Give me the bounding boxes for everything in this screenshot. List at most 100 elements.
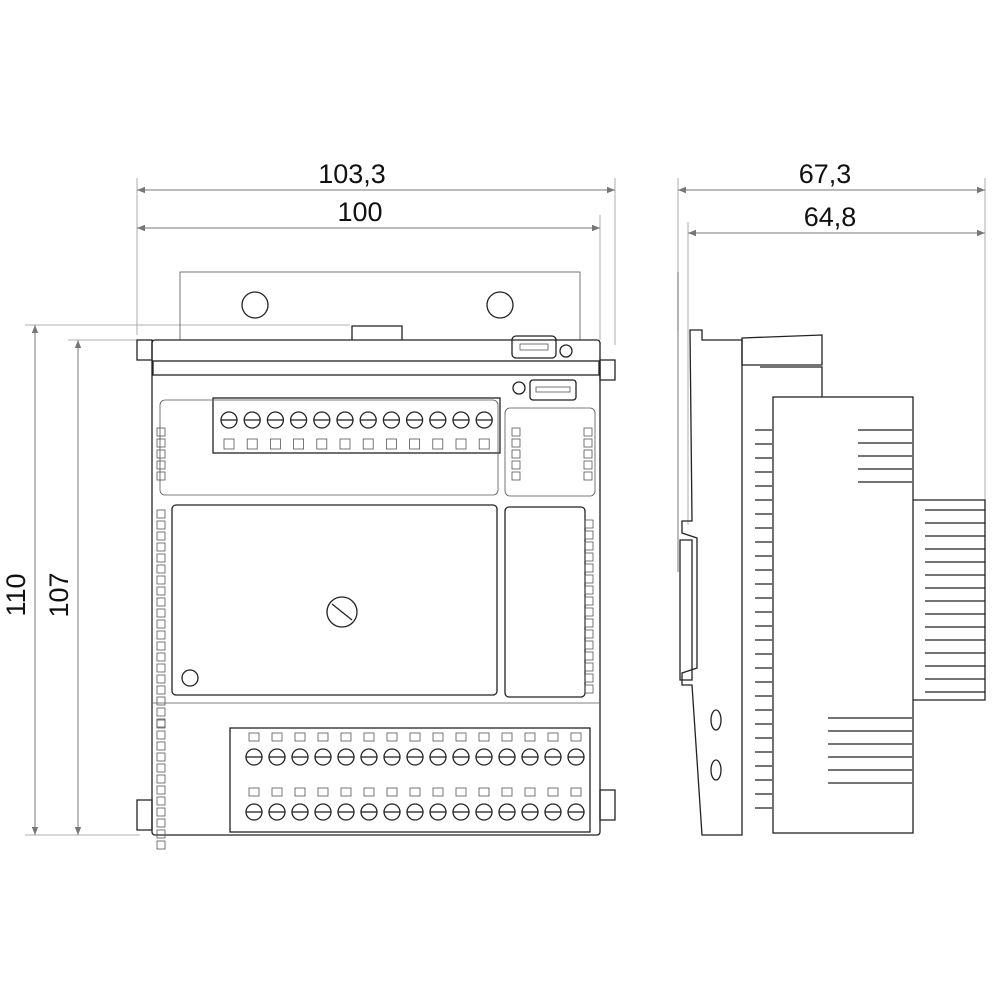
vent-slot [584,563,594,573]
vent-slot [511,438,521,448]
mounting-hole [241,291,269,319]
terminal-opening [294,732,306,742]
vent-slot [156,520,166,530]
vent-slot [584,519,594,529]
vent-slot [156,696,166,706]
terminal-opening [524,732,536,742]
vent-slot [584,607,594,617]
connector-port [511,335,557,359]
vent-slot [584,640,594,650]
vent-slot [511,449,521,459]
vent-slot [584,651,594,661]
terminal-opening [271,732,283,742]
vent-slot [156,619,166,629]
vent-slot [156,449,166,459]
vent-slot [156,641,166,651]
terminal-opening [570,787,582,797]
terminal-opening [339,438,351,450]
vent-slot [156,575,166,585]
side-view [677,272,986,836]
dimension-label: 100 [337,197,382,227]
dimension-height-body: 107 [44,339,150,835]
vent-slot [156,685,166,695]
vent-slot [156,807,166,817]
terminal-opening [269,438,281,450]
terminal-opening [362,438,374,450]
dimension-label: 103,3 [318,159,386,189]
terminal-opening [432,732,444,742]
vent-slot [156,438,166,448]
dimension-label: 64,8 [804,202,857,232]
terminal-opening [455,438,467,450]
vent-slot [156,553,166,563]
top-strip [152,360,600,376]
top-latch [351,325,403,340]
vent-slot [584,684,594,694]
vent-slot [156,542,166,552]
terminal-opening [317,787,329,797]
cover-screw-icon [326,596,358,628]
vent-slot [156,818,166,828]
vent-slot [156,829,166,839]
screw-icon [512,381,526,395]
mounting-hole [486,291,514,319]
vent-slot [583,449,593,459]
vent-slot [156,785,166,795]
vent-slot [584,585,594,595]
vent-slot [156,630,166,640]
vent-slot [584,662,594,672]
dimension-depth-body: 64,8 [687,202,985,525]
terminal-opening [455,732,467,742]
terminal-opening [547,732,559,742]
vent-slot [156,586,166,596]
terminal-opening [409,787,421,797]
terminal-opening [340,787,352,797]
dimension-label: 67,3 [799,159,852,189]
display-window [504,506,586,698]
terminal-opening [246,438,258,450]
vent-slot [584,541,594,551]
dimension-width-overall: 103,3 [136,159,616,345]
terminal-opening [248,732,260,742]
terminal-opening [386,787,398,797]
vent-slot [156,663,166,673]
dimension-width-body: 100 [137,197,601,340]
vent-slot [584,629,594,639]
vent-slot [511,427,521,437]
terminal-opening [409,438,421,450]
vent-slot [584,673,594,683]
terminal-opening [432,438,444,450]
top-hook [741,334,823,366]
terminal-opening [478,787,490,797]
din-rail-mount [681,329,743,836]
vent-slot [584,618,594,628]
din-rail [679,539,693,681]
front-view [136,271,616,850]
terminal-opening [478,732,490,742]
terminal-opening [248,787,260,797]
vent-slot [156,608,166,618]
terminal-opening [409,732,421,742]
terminal-opening [501,732,513,742]
vent-slot [584,552,594,562]
device-body [151,339,601,836]
vent-slot [156,652,166,662]
vent-slot [156,674,166,684]
connector-port [529,379,577,401]
mounting-plate [179,271,581,341]
vent-slot [156,763,166,773]
vent-slot [584,530,594,540]
vent-slot [156,752,166,762]
vent-slot [156,509,166,519]
vent-slot [156,427,166,437]
terminal-opening [455,787,467,797]
terminal-opening [432,787,444,797]
vent-slot [156,730,166,740]
terminal-opening [386,732,398,742]
dimension-height-overall: 110 [1,324,350,836]
vent-slot [584,596,594,606]
terminal-opening [524,787,536,797]
terminal-opening [570,732,582,742]
terminal-opening [385,438,397,450]
